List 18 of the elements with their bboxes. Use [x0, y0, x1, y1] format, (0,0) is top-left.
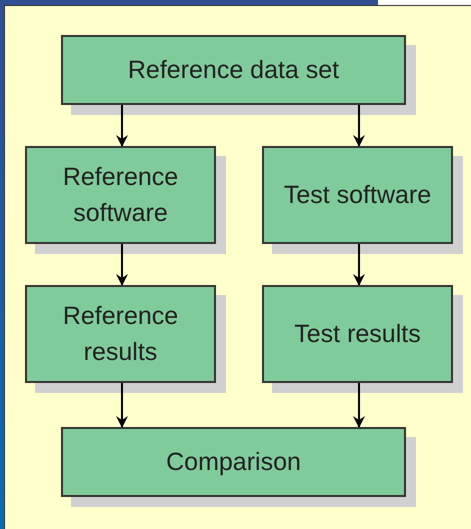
box-label: Reference software — [62, 162, 180, 229]
process-box — [262, 285, 453, 383]
box-label: Reference results — [62, 300, 180, 368]
arrow — [353, 383, 365, 428]
box-label: Test software — [282, 180, 432, 211]
process-box — [25, 146, 216, 244]
process-box — [262, 146, 453, 244]
arrow — [116, 383, 128, 428]
box-label: Comparison — [165, 446, 302, 478]
process-box — [25, 285, 216, 383]
box-label: Reference data set — [126, 54, 340, 86]
arrow — [353, 105, 365, 147]
arrow — [116, 105, 128, 147]
process-box — [61, 427, 406, 497]
box-label: Test results — [293, 318, 422, 350]
arrow — [116, 244, 128, 286]
process-box — [61, 35, 406, 105]
arrow — [353, 244, 365, 286]
